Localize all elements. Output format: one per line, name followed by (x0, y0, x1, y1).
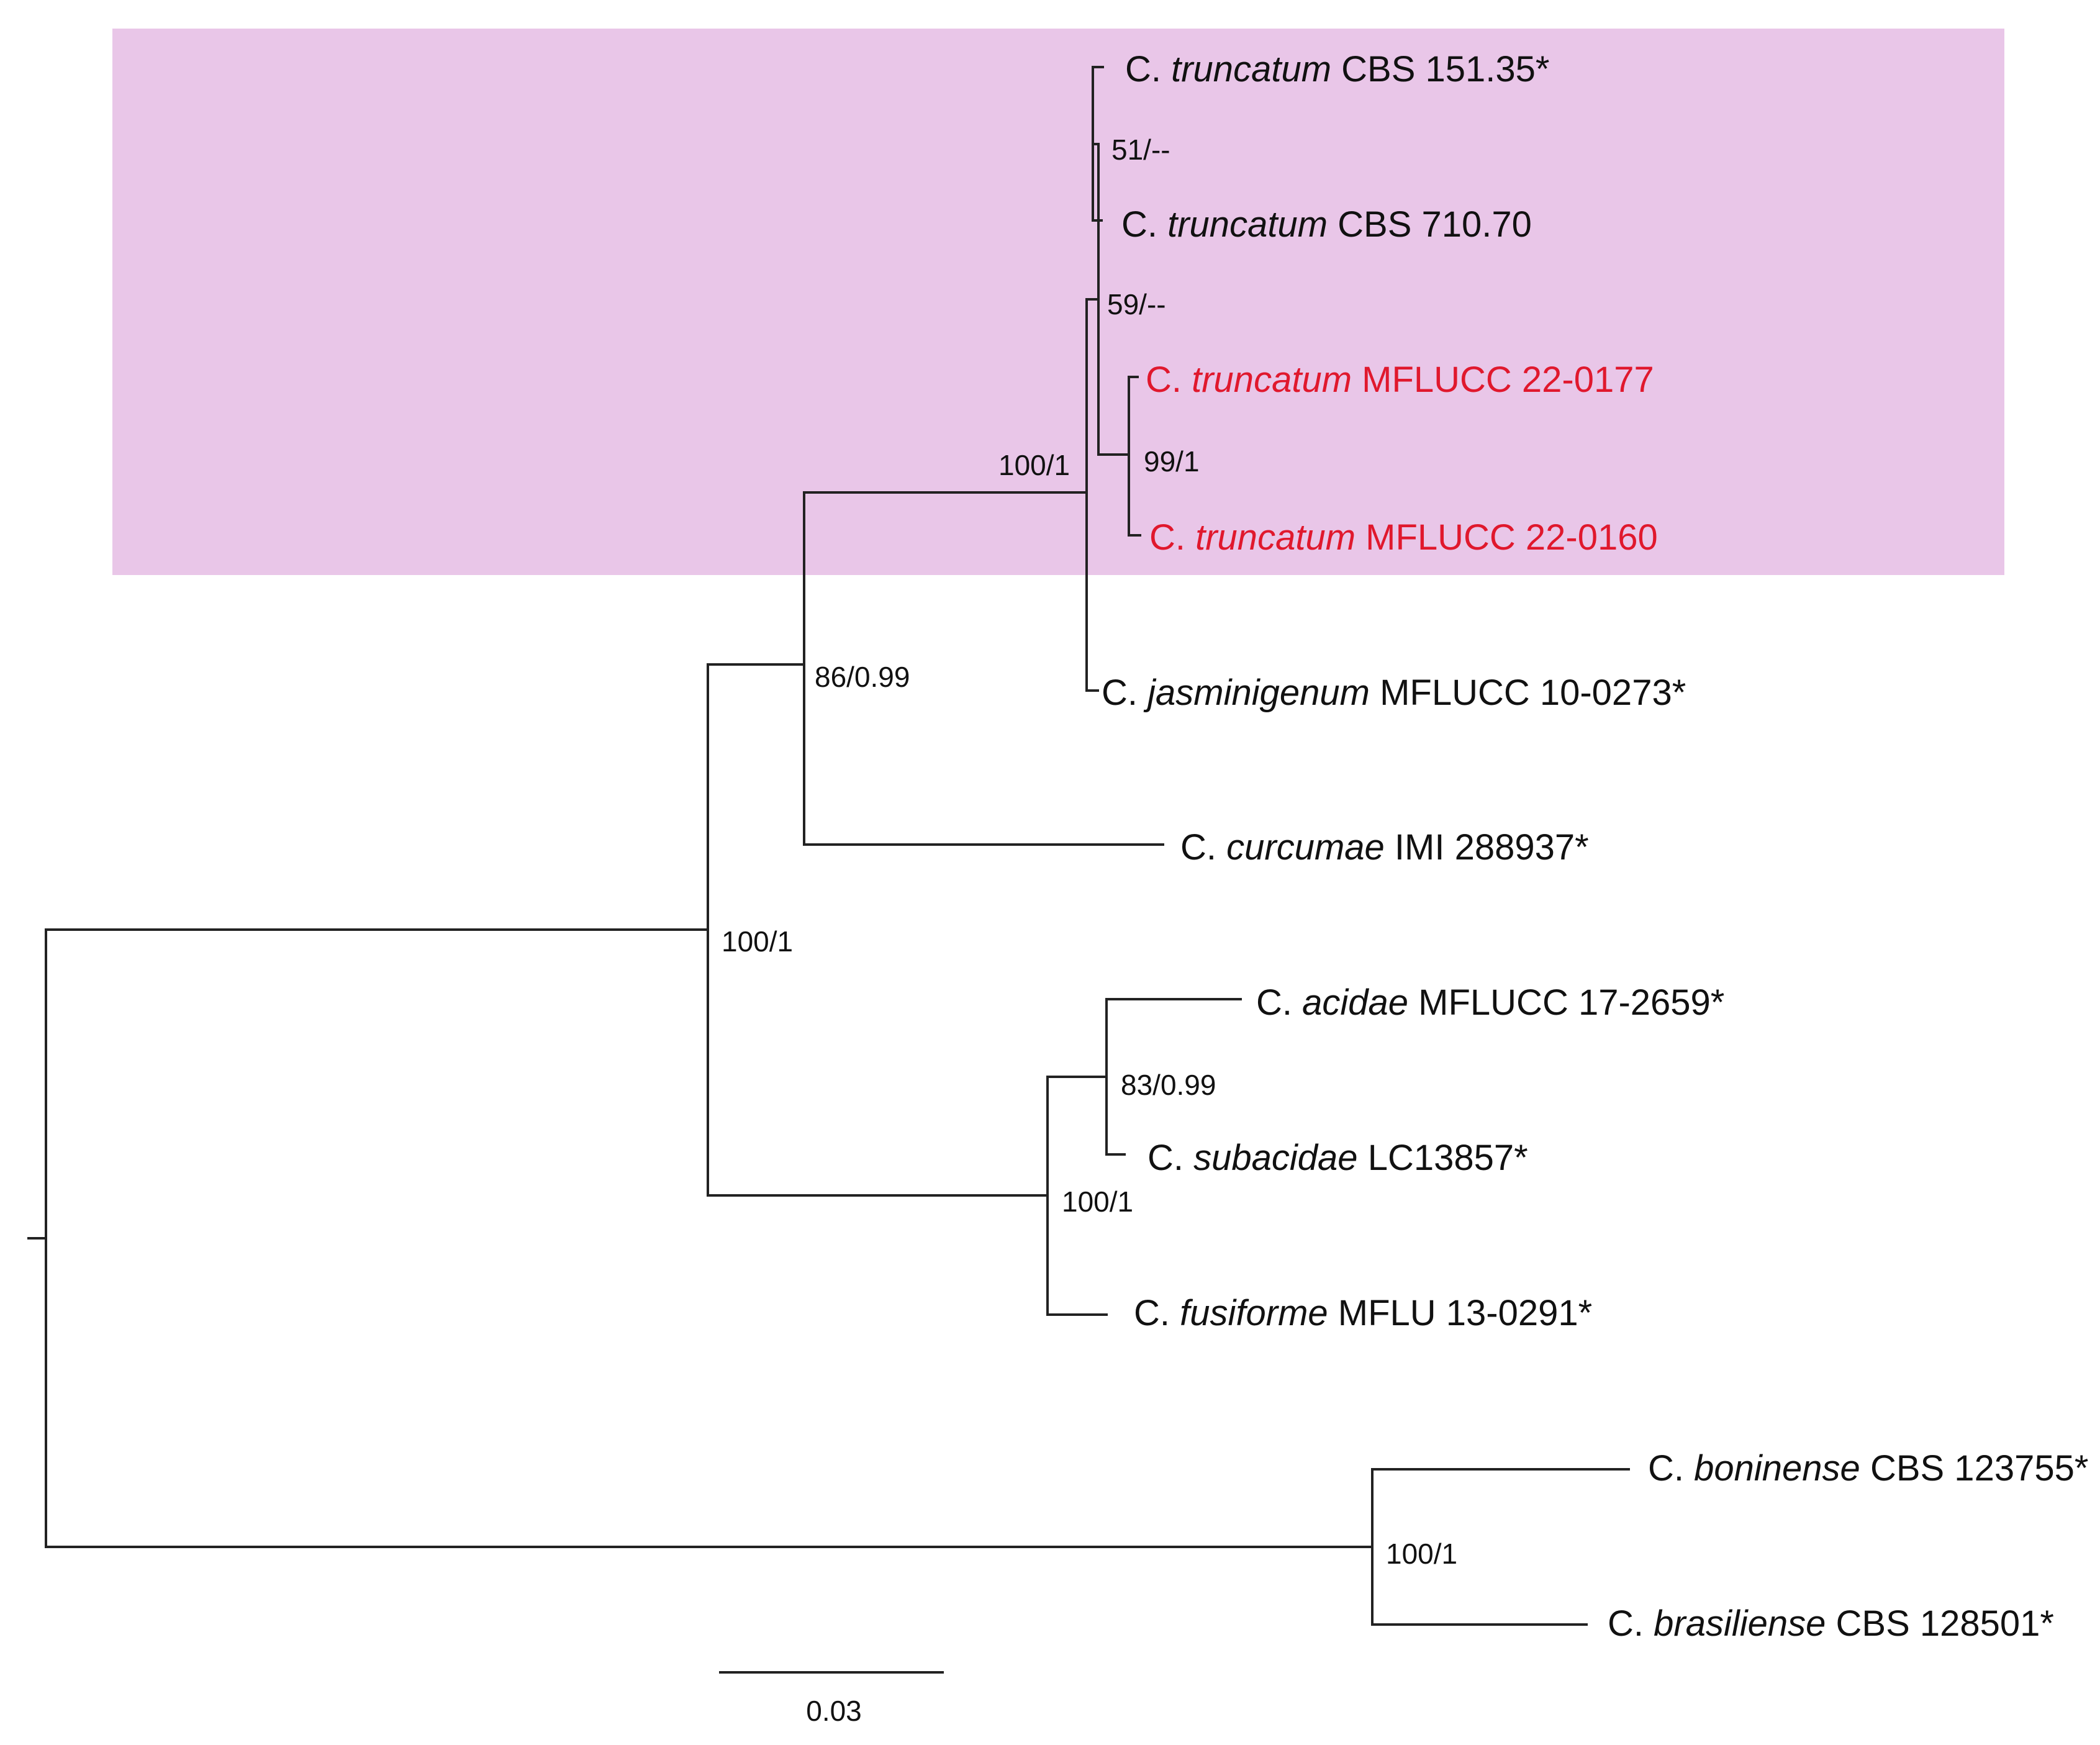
taxon-label: C. subacidae LC13857* (1147, 1138, 1528, 1178)
taxon-labels: C. truncatum CBS 151.35* C. truncatum CB… (1102, 49, 2088, 1644)
taxon-label-new-isolate: C. truncatum MFLUCC 22-0160 (1149, 517, 1658, 558)
support-value: 100/1 (998, 449, 1070, 481)
support-value: 100/1 (1062, 1185, 1133, 1218)
support-values: 51/-- 59/-- 99/1 100/1 86/0.99 100/1 83/… (722, 134, 1457, 1570)
taxon-label: C. brasiliense CBS 128501* (1608, 1603, 2054, 1644)
taxon-label: C. truncatum CBS 151.35* (1125, 49, 1549, 89)
support-value: 59/-- (1107, 288, 1166, 320)
scale-bar: 0.03 (719, 1671, 944, 1727)
taxon-label: C. curcumae IMI 288937* (1180, 827, 1589, 868)
support-value: 83/0.99 (1121, 1069, 1216, 1101)
taxon-label: C. fusiforme MFLU 13-0291* (1134, 1293, 1592, 1333)
taxon-label: C. jasminigenum MFLUCC 10-0273* (1102, 673, 1686, 713)
support-value: 99/1 (1144, 445, 1200, 478)
support-value: 100/1 (1386, 1538, 1457, 1570)
taxon-label: C. acidae MFLUCC 17-2659* (1256, 982, 1724, 1023)
scale-bar-label: 0.03 (806, 1695, 862, 1727)
taxon-label: C. boninense CBS 123755* (1648, 1448, 2088, 1489)
taxon-label: C. truncatum CBS 710.70 (1121, 204, 1532, 245)
taxon-label-new-isolate: C. truncatum MFLUCC 22-0177 (1146, 360, 1654, 400)
support-value: 86/0.99 (815, 661, 910, 693)
support-value: 100/1 (722, 925, 793, 958)
truncatum-clade-highlight (112, 29, 2004, 575)
support-value: 51/-- (1111, 134, 1170, 166)
tree-branches (27, 66, 1630, 1626)
